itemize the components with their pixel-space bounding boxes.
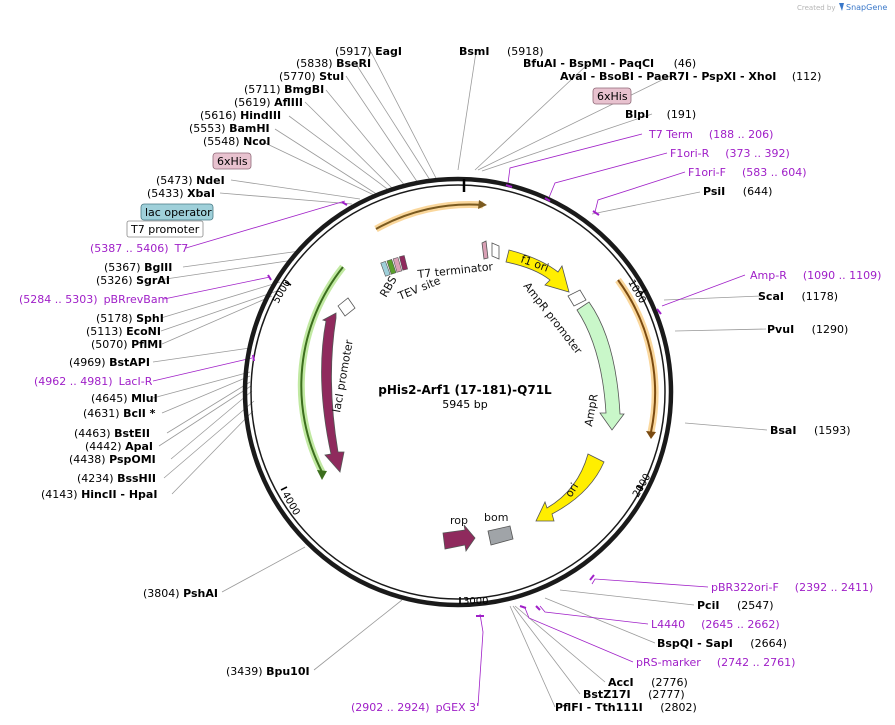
site-pspOMI: (4438) PspOMI — [69, 453, 156, 466]
site-bglII: (5367) BglII — [104, 261, 172, 274]
site-bspQI: BspQI - SapI (2664) — [657, 637, 787, 650]
rop-label: rop — [450, 514, 468, 527]
site-pflMI: (5070) PflMI — [91, 338, 162, 351]
plasmid-name: pHis2-Arf1 (17-181)-Q71L — [378, 383, 552, 397]
lacI-label: lacI — [311, 381, 324, 400]
site-bseRI: (5838) BseRI — [296, 57, 371, 70]
site-pvuI: PvuI (1290) — [767, 323, 848, 336]
site-pciI: PciI (2547) — [697, 599, 774, 612]
site-sgrAI: (5326) SgrAI — [96, 274, 170, 287]
site-leader-lines — [152, 51, 768, 708]
feature-f1-ori: f1 ori — [505, 249, 570, 293]
feature-orange-arc-right — [615, 277, 659, 439]
his-tag-top-label: 6xHis — [597, 90, 628, 103]
feature-bom: bom — [484, 511, 514, 546]
site-bpu10I: (3439) Bpu10I — [226, 665, 310, 678]
primer-marks — [252, 184, 662, 617]
lacI-promoter-label: lacI promoter — [330, 338, 356, 413]
tick-marks — [280, 281, 647, 604]
primer-t7-term: T7 Term(188 .. 206) — [648, 128, 773, 141]
site-bstEII: (4463) BstEII — [74, 427, 150, 440]
site-pshAI: (3804) PshAI — [143, 587, 218, 600]
site-bmgBI: (5711) BmgBI — [244, 83, 324, 96]
primer-pbr322ori-f: pBR322ori-F(2392 .. 2411) — [711, 581, 873, 594]
feature-green-arc-left — [297, 264, 346, 480]
t7-promoter-label: T7 promoter — [130, 223, 200, 236]
site-bclI: (4631) BclI * — [83, 407, 156, 420]
ampR-promoter-label: AmpR promoter — [521, 280, 585, 357]
site-avaI: AvaI - BsoBI - PaeR7I - PspXI - XhoI (11… — [560, 70, 821, 83]
snapgene-logo: Created by SnapGene — [797, 3, 887, 12]
his-tag-box-top: 6xHis — [592, 87, 632, 105]
primer-prs-marker: pRS-marker(2742 .. 2761) — [636, 656, 795, 669]
site-pflFI: PflFI - Tth111I (2802) — [555, 701, 697, 714]
site-accI: AccI (2776) — [608, 676, 688, 689]
site-ncoI: (5548) NcoI — [203, 135, 270, 148]
site-ndeI: (5473) NdeI — [156, 174, 225, 187]
primer-laci-r: (4962 .. 4981)LacI-R — [34, 375, 153, 388]
site-bsmI: BsmI (5918) — [459, 45, 544, 58]
lac-operator-label: lac operator — [145, 206, 212, 219]
bom-label: bom — [484, 511, 508, 524]
primer-f1ori-r: F1ori-R(373 .. 392) — [670, 147, 790, 160]
feature-ampR-promoter: AmpR promoter — [521, 280, 587, 357]
tick-label-3000: 3000 — [463, 596, 488, 607]
site-blpI: BlpI (191) — [625, 108, 696, 121]
ampR-label: AmpR — [582, 393, 601, 428]
site-bssHII: (4234) BssHII — [77, 472, 156, 485]
ori-label: ori — [563, 481, 582, 500]
site-ecoNI: (5113) EcoNI — [86, 325, 161, 338]
rbs-label: RBS — [377, 274, 399, 300]
site-sphI: (5178) SphI — [96, 312, 164, 325]
feature-ampR: AmpR — [576, 301, 625, 431]
restriction-site-labels: (5917) EagI BsmI (5918) (5838) BseRI Bfu… — [41, 45, 851, 714]
site-bstAPI: (4969) BstAPI — [69, 356, 150, 369]
primer-t7: (5387 .. 5406)T7 — [90, 242, 188, 255]
feature-rop: rop — [442, 514, 476, 553]
f1-ori-label: f1 ori — [519, 253, 550, 275]
site-hincII: (4143) HincII - HpaI — [41, 488, 157, 501]
site-scaI: ScaI (1178) — [758, 290, 838, 303]
primer-f1ori-f: F1ori-F(583 .. 604) — [688, 166, 807, 179]
feature-lacI: lacI — [311, 312, 345, 473]
plasmid-length: 5945 bp — [442, 398, 487, 411]
site-apaI: (4442) ApaI — [85, 440, 153, 453]
primer-amp-r: Amp-R(1090 .. 1109) — [750, 269, 881, 282]
site-stuI: (5770) StuI — [279, 70, 344, 83]
plasmid-backbone-inner — [250, 184, 666, 600]
feature-t7-terminator: T7 terminator — [416, 240, 500, 281]
site-mluI: (4645) MluI — [91, 392, 158, 405]
feature-orange-arc-top — [374, 200, 487, 233]
primer-leader-lines — [152, 133, 746, 707]
site-psiI: PsiI (644) — [703, 185, 772, 198]
lac-operator-box: lac operator — [140, 203, 214, 221]
site-xbaI: (5433) XbaI — [147, 187, 215, 200]
site-bsaI: BsaI (1593) — [770, 424, 851, 437]
primer-pgex3: (2902 .. 2924)pGEX 3' — [351, 701, 479, 714]
snapgene-brand-text: SnapGene — [846, 3, 887, 12]
site-hindIII: (5616) HindIII — [200, 109, 281, 122]
snapgene-logo-icon — [839, 3, 844, 11]
created-by-text: Created by — [797, 4, 836, 12]
site-aflIII: (5619) AflIII — [234, 96, 303, 109]
his-tag-left-label: 6xHis — [217, 155, 248, 168]
t7-promoter-box: T7 promoter — [126, 220, 204, 238]
plasmid-backbone-outer — [242, 176, 674, 608]
his-tag-box-left: 6xHis — [212, 152, 252, 170]
site-bamHI: (5553) BamHI — [189, 122, 270, 135]
primer-labels: T7 Term(188 .. 206) F1ori-R(373 .. 392) … — [19, 128, 881, 714]
feature-ori: ori — [535, 453, 605, 522]
primer-pbrrevbam: (5284 .. 5303)pBRrevBam — [19, 293, 168, 306]
primer-l4440: L4440(2645 .. 2662) — [651, 618, 780, 631]
feature-cluster-rbs-tev: RBS TEV site — [377, 255, 443, 303]
site-bstZ17I: BstZ17I (2777) — [583, 688, 685, 701]
site-eagI: (5917) EagI — [335, 45, 402, 58]
site-bfuAI: BfuAI - BspMI - PaqCI (46) — [523, 57, 696, 70]
